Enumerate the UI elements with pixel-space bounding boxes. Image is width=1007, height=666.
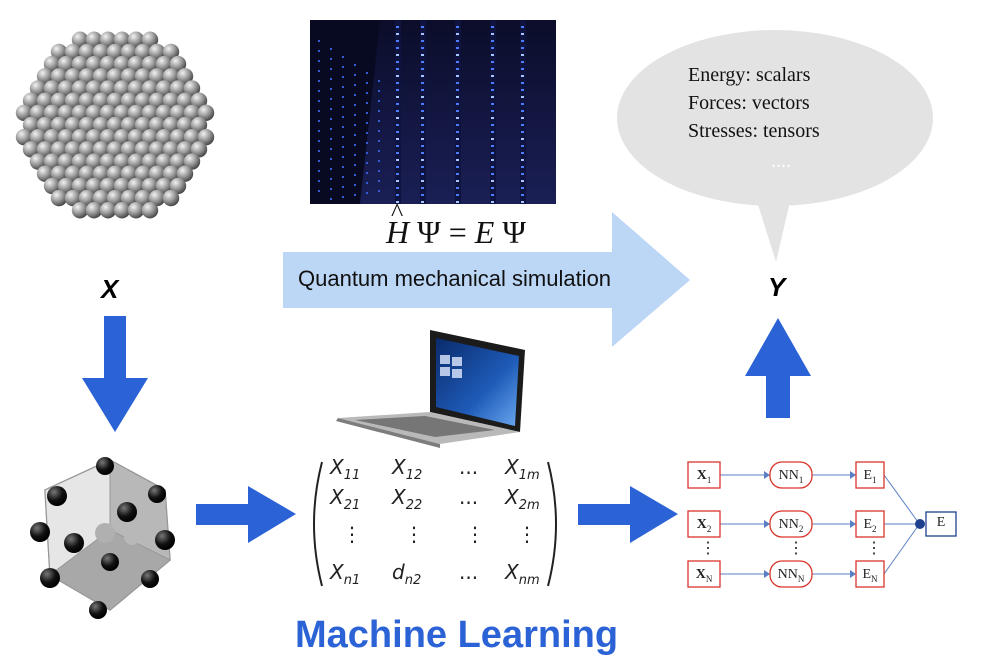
down-arrow — [82, 316, 148, 432]
hamiltonian-symbol: ^H — [386, 198, 410, 250]
nn-net-label: NNN — [777, 567, 805, 584]
psi-symbol-2: Ψ — [502, 214, 526, 250]
nn-energy-label: E1 — [863, 468, 877, 485]
nn-vertical-dots: ⋮ — [866, 540, 882, 557]
nanoparticle-cluster-image — [15, 31, 215, 219]
matrix-cell: X2m — [505, 485, 540, 513]
right-arrow-1 — [196, 486, 296, 543]
matrix-cell: ... — [459, 485, 479, 509]
nn-output-label: E — [936, 515, 946, 530]
nn-diagram — [687, 461, 957, 588]
psi-symbol: Ψ — [417, 214, 441, 250]
matrix-cell: Xnm — [505, 560, 540, 588]
equals-sign: = — [448, 214, 467, 250]
matrix-cell: X12 — [392, 455, 423, 483]
output-bubble — [617, 30, 933, 262]
matrix-cell: ⋮ — [465, 522, 485, 546]
machine-learning-title: Machine Learning — [295, 614, 619, 656]
matrix-cell: ⋮ — [517, 522, 537, 546]
nn-energy-label: E2 — [863, 517, 877, 534]
matrix-cell: Xn1 — [330, 560, 361, 588]
input-x-label: X — [101, 274, 119, 304]
matrix-cell: ⋮ — [342, 522, 362, 546]
crystal-cell-image — [30, 457, 175, 619]
nn-input-label: X2 — [696, 517, 712, 534]
matrix-cell: X11 — [330, 455, 361, 483]
bubble-dots: .... — [771, 150, 791, 172]
nn-net-label: NN2 — [778, 517, 804, 534]
bubble-line-energy: Energy: scalars — [688, 64, 811, 86]
nn-net-label: NN1 — [778, 468, 804, 485]
matrix-cell: X22 — [392, 485, 423, 513]
simulation-arrow — [283, 212, 690, 347]
nn-input-label: XN — [695, 567, 713, 584]
matrix-cell: ... — [459, 455, 479, 479]
matrix-cell: dn2 — [392, 560, 422, 588]
matrix-cell: X1m — [505, 455, 540, 483]
nn-energy-label: EN — [862, 567, 878, 584]
nn-vertical-dots: ⋮ — [788, 540, 804, 557]
laptop-image — [336, 330, 525, 448]
nn-input-label: X1 — [696, 468, 712, 485]
matrix-right-paren — [547, 461, 557, 587]
matrix-cell: ... — [459, 560, 479, 584]
right-arrow-2 — [578, 486, 678, 543]
matrix-left-paren — [313, 461, 323, 587]
bubble-line-forces: Forces: vectors — [688, 92, 810, 114]
schrodinger-equation: ^H Ψ = E Ψ — [386, 198, 526, 251]
bubble-line-stresses: Stresses: tensors — [688, 120, 820, 142]
output-y-label: Y — [768, 272, 786, 302]
nn-vertical-dots: ⋮ — [700, 540, 716, 557]
simulation-label: Quantum mechanical simulation — [298, 266, 612, 291]
supercomputer-image — [310, 20, 556, 204]
up-arrow — [745, 318, 811, 418]
energy-symbol: E — [474, 214, 495, 250]
matrix-cell: X21 — [330, 485, 361, 513]
matrix-cell: ⋮ — [404, 522, 424, 546]
